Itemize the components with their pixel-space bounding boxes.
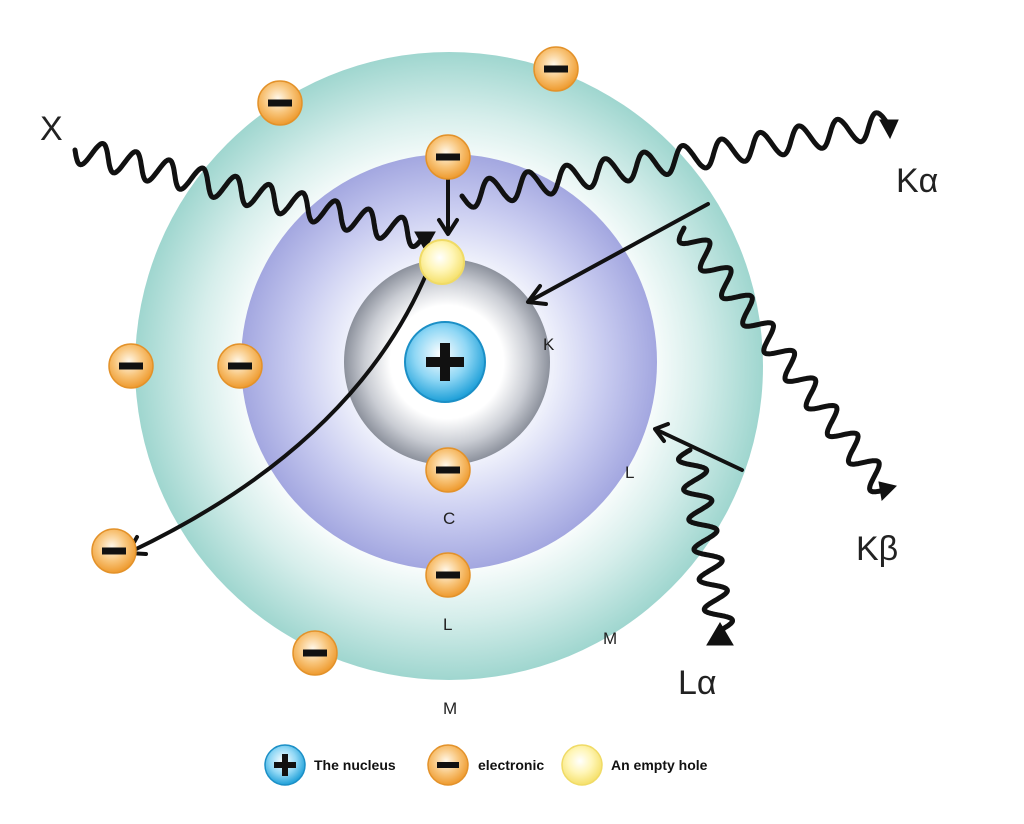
legend: The nucleus electronic An empty hole [265, 745, 708, 785]
shell-label-k: K [543, 335, 555, 354]
legend-nucleus-icon [265, 745, 305, 785]
legend-nucleus-label: The nucleus [314, 757, 396, 773]
legend-electron-icon [428, 745, 468, 785]
electron-m-bottom [293, 631, 337, 675]
k-alpha-label: Kα [896, 162, 938, 200]
empty-hole [420, 240, 464, 284]
shell-label-l-bottom: L [443, 615, 452, 634]
nucleus [405, 322, 485, 402]
shell-label-m: M [603, 629, 617, 648]
electron-l-top [426, 135, 470, 179]
electron-l-left [218, 344, 262, 388]
shell-label-m-bottom: M [443, 699, 457, 718]
electron-k-bottom [426, 448, 470, 492]
legend-hole-icon [562, 745, 602, 785]
legend-electron-label: electronic [478, 757, 544, 773]
electron-m-top-right [534, 47, 578, 91]
shell-label-c-bottom: C [443, 509, 455, 528]
electron-l-bottom [426, 553, 470, 597]
k-beta-label: Kβ [856, 530, 898, 568]
l-alpha-label: Lα [678, 664, 717, 702]
shell-label-l: L [625, 463, 634, 482]
electron-m-left [109, 344, 153, 388]
electron-m-top-left [258, 81, 302, 125]
legend-hole-label: An empty hole [611, 757, 708, 773]
electron-ejected [92, 529, 136, 573]
incident-xray-label: X [40, 110, 63, 148]
